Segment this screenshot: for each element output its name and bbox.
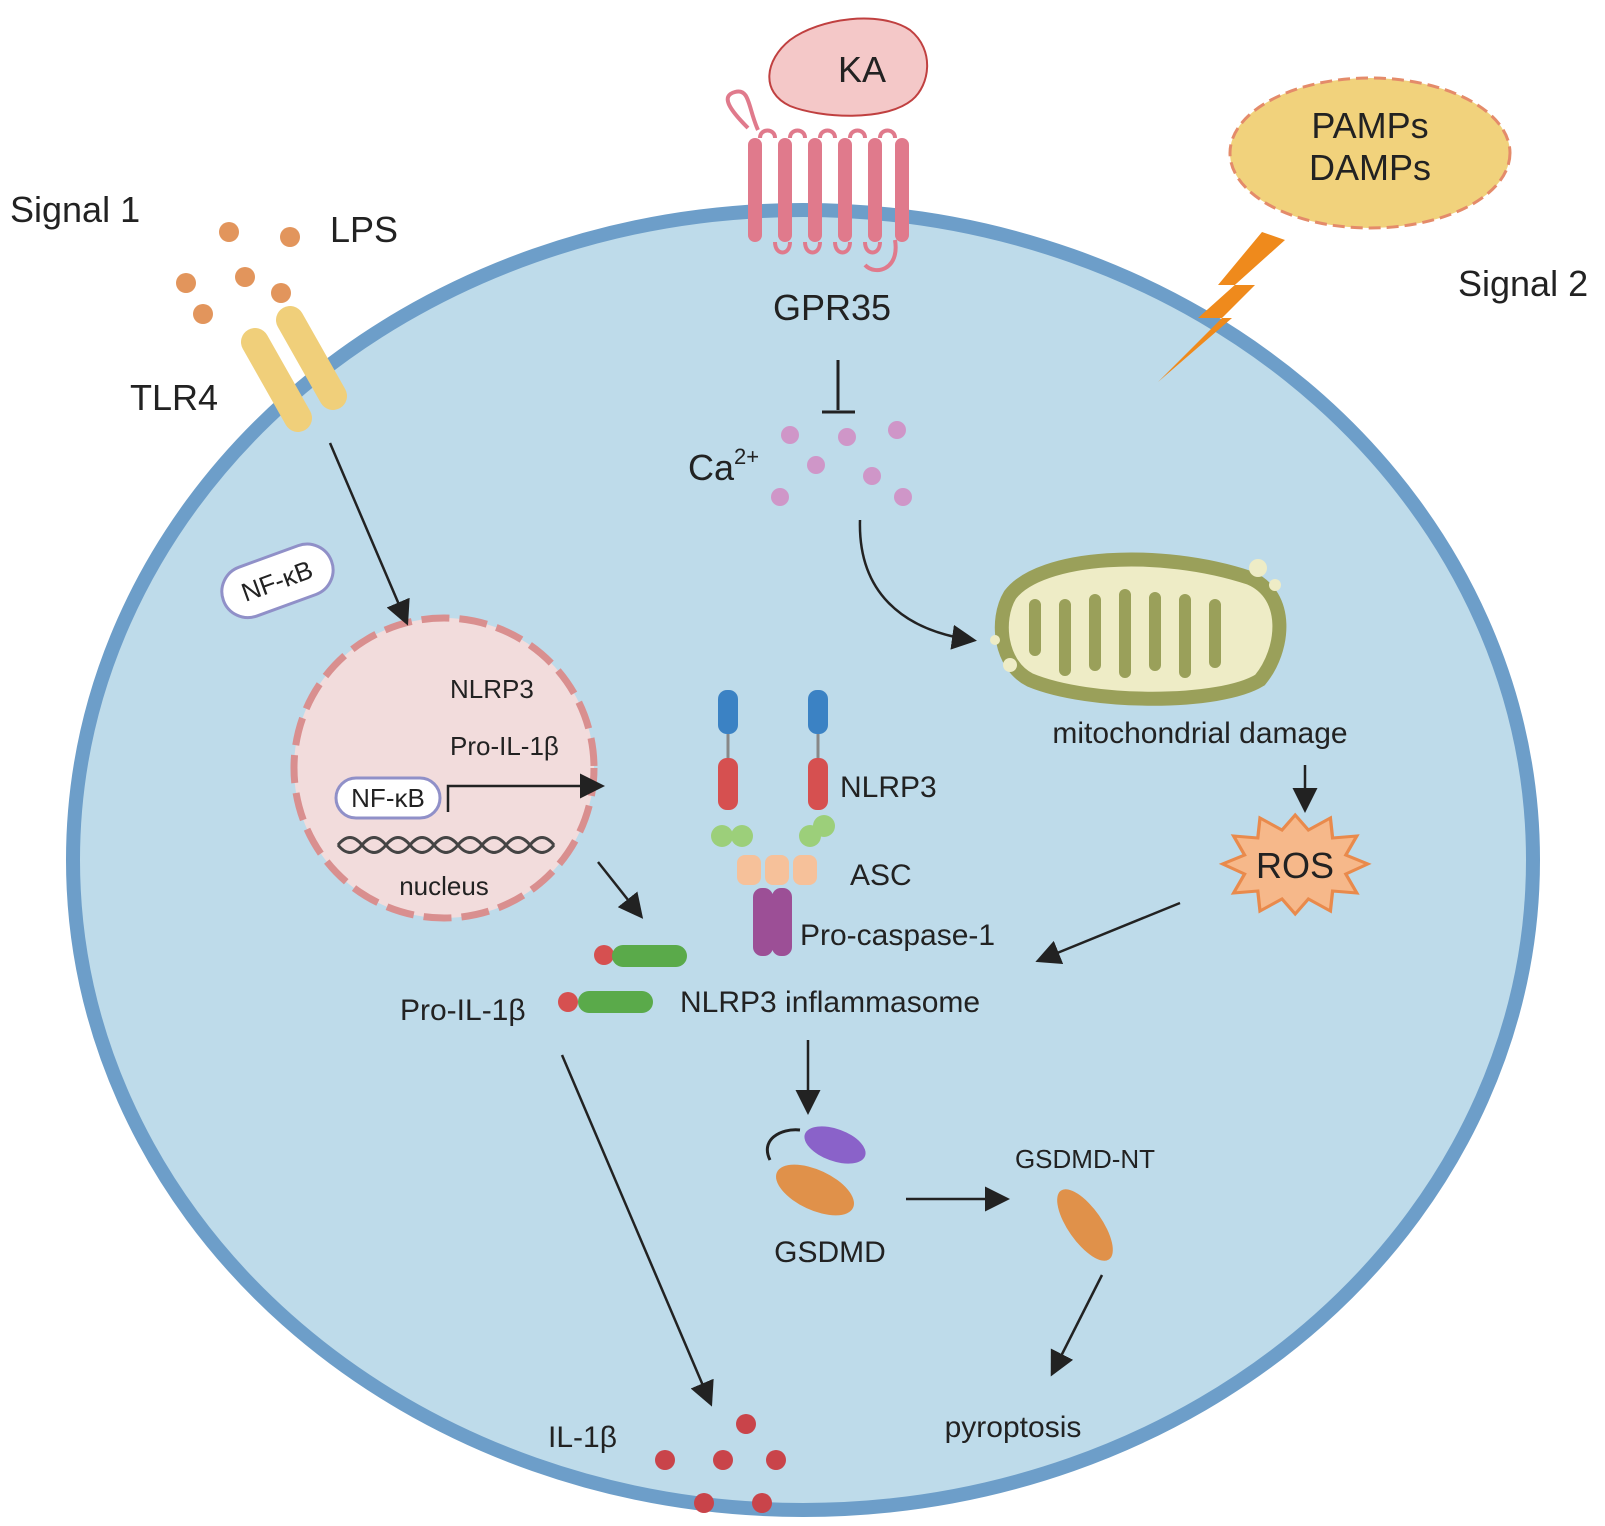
il1b-dot — [655, 1450, 675, 1470]
lps-dot — [176, 273, 196, 293]
arrow-tlr4-to-nucleus — [328, 442, 410, 626]
ka-label: KA — [838, 49, 886, 90]
calcium-dot — [781, 426, 799, 444]
inhibition-arrow — [822, 360, 855, 414]
arrow-calcium-to-mito — [858, 519, 977, 650]
nlrp3-protein-icon — [711, 690, 835, 847]
gsdmd-label: GSDMD — [774, 1236, 886, 1269]
il1b-molecules — [655, 1414, 786, 1513]
lps-dot — [271, 283, 291, 303]
mitochondrial-damage-label: mitochondrial damage — [1052, 717, 1347, 750]
nlrp3-protein-label: NLRP3 — [840, 771, 937, 804]
arrow-nucleus-to-pro-il1b — [597, 861, 644, 919]
ros-label: ROS — [1256, 845, 1334, 886]
pro-caspase-1-icon — [753, 888, 792, 956]
calcium-dot — [894, 488, 912, 506]
ka-ligand-shape — [768, 17, 929, 117]
damps-label: DAMPs — [1309, 147, 1431, 188]
il1b-dot — [713, 1450, 733, 1470]
calcium-dot — [771, 488, 789, 506]
nlrp3-inflammasome-label: NLRP3 inflammasome — [680, 986, 980, 1019]
arrow-ros-to-inflammasome — [1035, 901, 1181, 965]
gpr35-receptor — [725, 89, 898, 273]
arrow-pro-il1b-to-il1b — [560, 1054, 714, 1407]
lps-dot — [280, 227, 300, 247]
il1b-dot — [736, 1414, 756, 1434]
lps-dot — [235, 267, 255, 287]
pamps-damps-bubble — [1228, 76, 1512, 230]
tlr4-receptor — [241, 306, 347, 432]
gsdmd-protein-icon — [765, 1126, 866, 1216]
gpr35-helices — [748, 138, 909, 242]
il1b-dot — [752, 1493, 772, 1513]
pamps-label: PAMPs — [1311, 105, 1428, 146]
gsdmd-nt-icon — [1057, 1189, 1113, 1261]
nucleus-label: nucleus — [399, 871, 489, 901]
nfkb-free-pill — [220, 542, 335, 620]
calcium-dot — [888, 421, 906, 439]
pro-caspase-1-label: Pro-caspase-1 — [800, 919, 995, 952]
calcium-ions — [771, 421, 912, 506]
lps-molecules — [176, 222, 300, 324]
nucleus-body — [290, 614, 598, 922]
calcium-dot — [863, 467, 881, 485]
tlr4-label: TLR4 — [130, 377, 218, 418]
lightning-icon — [1158, 232, 1285, 382]
nucleus-nlrp3-gene-label: NLRP3 — [450, 674, 534, 704]
signal-2-label: Signal 2 — [1458, 263, 1588, 304]
lps-label: LPS — [330, 209, 398, 250]
nfkb-nucleus-pill — [334, 776, 442, 820]
il1b-dot — [694, 1493, 714, 1513]
il1b-label: IL-1β — [548, 1421, 617, 1454]
dna-helix-icon — [336, 836, 556, 854]
gpr35-label: GPR35 — [773, 287, 891, 328]
arrow-gsdmd-nt-to-pyroptosis — [1050, 1274, 1104, 1377]
il1b-dot — [766, 1450, 786, 1470]
gsdmd-nt-label: GSDMD-NT — [1015, 1144, 1155, 1174]
nucleus-pro-il1b-gene-label: Pro-IL-1β — [450, 731, 559, 761]
lps-dot — [193, 304, 213, 324]
pro-il1b-protein-label: Pro-IL-1β — [400, 994, 526, 1027]
calcium-dot — [838, 428, 856, 446]
lps-dot — [219, 222, 239, 242]
calcium-dot — [807, 456, 825, 474]
signal-1-label: Signal 1 — [10, 189, 140, 230]
transcription-arrow — [446, 773, 605, 812]
pathway-arrows — [328, 442, 1318, 1407]
calcium-label: Ca2+ — [688, 444, 759, 488]
mitochondrion-icon — [990, 552, 1287, 706]
pro-il1b-protein-icon — [558, 945, 687, 1013]
ros-burst-icon — [1218, 812, 1372, 917]
asc-adaptor-icon — [737, 855, 817, 885]
asc-label: ASC — [850, 859, 912, 892]
pyroptosis-label: pyroptosis — [945, 1411, 1082, 1444]
nfkb-nucleus-label: NF-κB — [351, 783, 425, 813]
